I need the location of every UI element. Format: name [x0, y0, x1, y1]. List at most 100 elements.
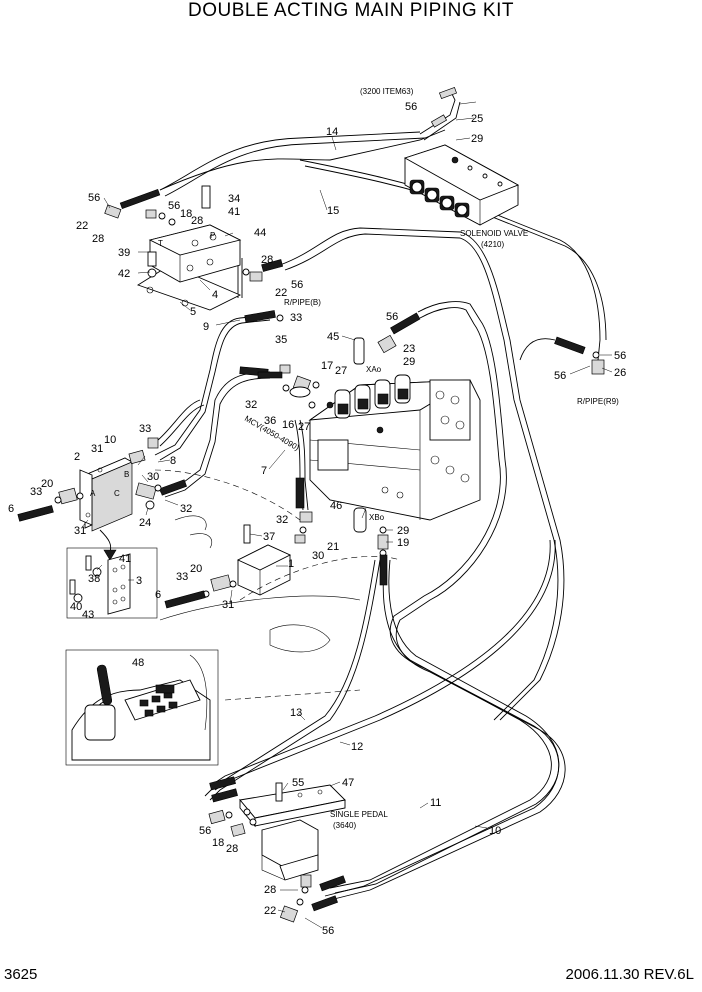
callout: 33	[176, 571, 188, 583]
callout: 31	[91, 443, 103, 455]
callout: 44	[254, 227, 266, 239]
callout: 56	[168, 200, 180, 212]
callout: 43	[82, 609, 94, 621]
label-port-p: P	[210, 231, 215, 240]
callout: 31	[74, 525, 86, 537]
callout: 11	[430, 797, 441, 809]
callout: 22	[275, 287, 287, 299]
callout: 56	[386, 311, 398, 323]
label-single-pedal-ref: (3640)	[333, 821, 356, 830]
page-number: 3625	[4, 966, 38, 983]
callout: 56	[199, 825, 211, 837]
callout: 29	[403, 356, 415, 368]
callout: 41	[228, 206, 240, 218]
callout: 37	[263, 531, 275, 543]
callout: 39	[118, 247, 130, 259]
callout: 20	[190, 563, 202, 575]
hose-7-8	[159, 366, 309, 511]
callout: 30	[147, 471, 159, 483]
callout: 28	[191, 215, 203, 227]
label-rpipe-r9: R/PIPE(R9)	[577, 397, 619, 406]
label-port-t: T	[158, 239, 163, 248]
callout: 36	[264, 415, 276, 427]
callout: 31	[222, 599, 234, 611]
callout: 6	[155, 589, 161, 601]
callout: 22	[264, 905, 276, 917]
callout: 32	[276, 514, 288, 526]
valve-block-4	[136, 185, 242, 311]
detail-arrow	[99, 529, 117, 561]
callout: 3	[136, 575, 142, 587]
callout: 29	[397, 525, 409, 537]
label-rpipe-b: R/PIPE(B)	[284, 298, 321, 307]
hose-10-13	[204, 459, 566, 912]
callout: 10	[489, 825, 501, 837]
callout: 33	[290, 312, 302, 324]
solenoid-valve	[403, 144, 520, 226]
callout-numbers: 14 15 56 25 29 56 22 28 56 18 34 41 28 4…	[8, 101, 626, 937]
callout: 56	[88, 192, 100, 204]
callout: 34	[228, 193, 240, 205]
diagram-title: DOUBLE ACTING MAIN PIPING KIT	[188, 0, 514, 21]
date-revision: 2006.11.30 REV.6L	[565, 966, 694, 983]
hose-14-15	[159, 86, 607, 341]
machine-outline	[154, 469, 401, 701]
control-lever-box	[65, 649, 219, 766]
callout: 42	[118, 268, 130, 280]
label-port-a: A	[90, 489, 96, 498]
callout: 41	[119, 553, 131, 565]
callout: 8	[170, 455, 176, 467]
label-ref-3200: (3200 ITEM63)	[360, 87, 414, 96]
block-1	[164, 511, 313, 609]
callout: 38	[88, 573, 100, 585]
callout: 1	[288, 558, 294, 570]
callout: 28	[226, 843, 238, 855]
callout: 47	[342, 777, 354, 789]
callout: 16	[282, 419, 294, 431]
label-solenoid-valve-ref: (4210)	[481, 240, 504, 249]
fittings-block-2	[17, 399, 205, 522]
callout: 14	[326, 126, 338, 138]
callout: 35	[275, 334, 287, 346]
callout: 28	[264, 884, 276, 896]
callout: 56	[614, 350, 626, 362]
callout: 27	[335, 365, 347, 377]
single-pedal	[208, 782, 346, 923]
label-port-b: B	[124, 470, 129, 479]
callout: 22	[76, 220, 88, 232]
main-control-valve	[308, 374, 481, 521]
callout: 56	[322, 925, 334, 937]
callout: 24	[139, 517, 151, 529]
label-solenoid-valve: SOLENOID VALVE	[460, 229, 528, 238]
callout: 56	[291, 279, 303, 291]
callout: 45	[327, 331, 339, 343]
callout: 19	[397, 537, 409, 549]
callout: 9	[203, 321, 209, 333]
hose-r9	[519, 336, 605, 375]
callout: 23	[403, 343, 415, 355]
callout: 33	[139, 423, 151, 435]
block-2	[79, 457, 134, 532]
callout: 26	[614, 367, 626, 379]
label-port-xbo: XBo	[369, 513, 385, 522]
callout: 12	[351, 741, 363, 753]
label-port-c: C	[114, 489, 120, 498]
callout: 18	[212, 837, 224, 849]
callout: 28	[261, 254, 273, 266]
callout: 32	[245, 399, 257, 411]
callout: 4	[212, 289, 218, 301]
fittings-upper-left	[104, 188, 284, 323]
callout: 20	[41, 478, 53, 490]
callout: 21	[327, 541, 339, 553]
callout: 18	[180, 208, 192, 220]
callout: 56	[405, 101, 417, 113]
callout: 27	[298, 421, 310, 433]
callout: 28	[92, 233, 104, 245]
callout: 17	[321, 360, 333, 372]
callout: 30	[312, 550, 324, 562]
callout: 10	[104, 434, 116, 446]
callout: 56	[554, 370, 566, 382]
callout: 2	[74, 451, 80, 463]
callout: 5	[190, 306, 196, 318]
